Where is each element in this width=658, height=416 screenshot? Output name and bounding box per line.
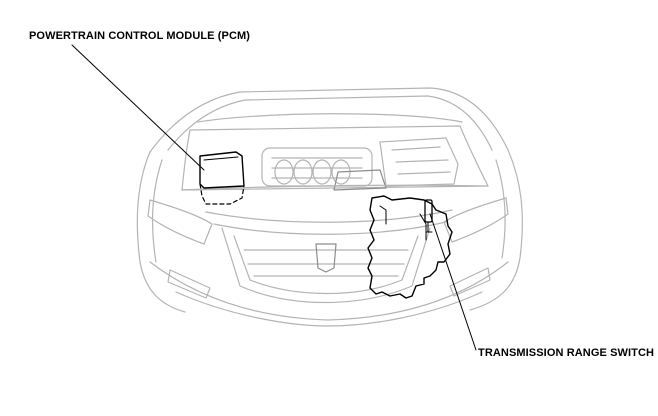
reservoir (333, 169, 387, 191)
pcm-leader-line (71, 44, 205, 171)
left-fender (136, 151, 186, 313)
hood-outer (149, 87, 509, 153)
transmission-detail (379, 205, 427, 241)
left-headlight (147, 199, 213, 245)
air-box (379, 137, 459, 187)
engine-cover (261, 147, 373, 187)
transmission-outline (367, 195, 453, 299)
air-box-detail (391, 146, 451, 175)
switch-connector (425, 221, 433, 233)
fog-left (167, 269, 211, 299)
intake-2 (293, 159, 313, 185)
pcm-callout-label: POWERTRAIN CONTROL MODULE (PCM) (29, 30, 251, 42)
right-headlight (443, 197, 509, 243)
left-fender-inner (152, 159, 163, 263)
transmission-range-switch-callout-label: TRANSMISSION RANGE SWITCH (478, 347, 655, 359)
grille-outer (221, 227, 431, 304)
cowl-line (197, 113, 463, 123)
fog-right (449, 267, 491, 297)
pcm-box-edge (203, 156, 239, 161)
bumper-lower-2 (175, 291, 483, 327)
bumper-upper-2 (213, 221, 447, 235)
pcm-hidden-outline (199, 183, 245, 205)
bumper-upper (205, 209, 453, 223)
trs-leader-line (429, 213, 477, 351)
right-fender-inner (495, 159, 506, 259)
vehicle-body (136, 87, 523, 327)
hood-inner (167, 95, 493, 151)
grille-inner (233, 235, 419, 295)
grille-bars (243, 249, 409, 277)
intake-3 (312, 159, 332, 185)
engine-cover-ribs (271, 157, 363, 179)
bumper-lower (149, 261, 509, 321)
right-fender (469, 149, 523, 311)
emblem (315, 243, 337, 273)
intake-1 (274, 159, 294, 185)
radiator-support (181, 184, 489, 191)
highlighted-components (71, 44, 477, 351)
